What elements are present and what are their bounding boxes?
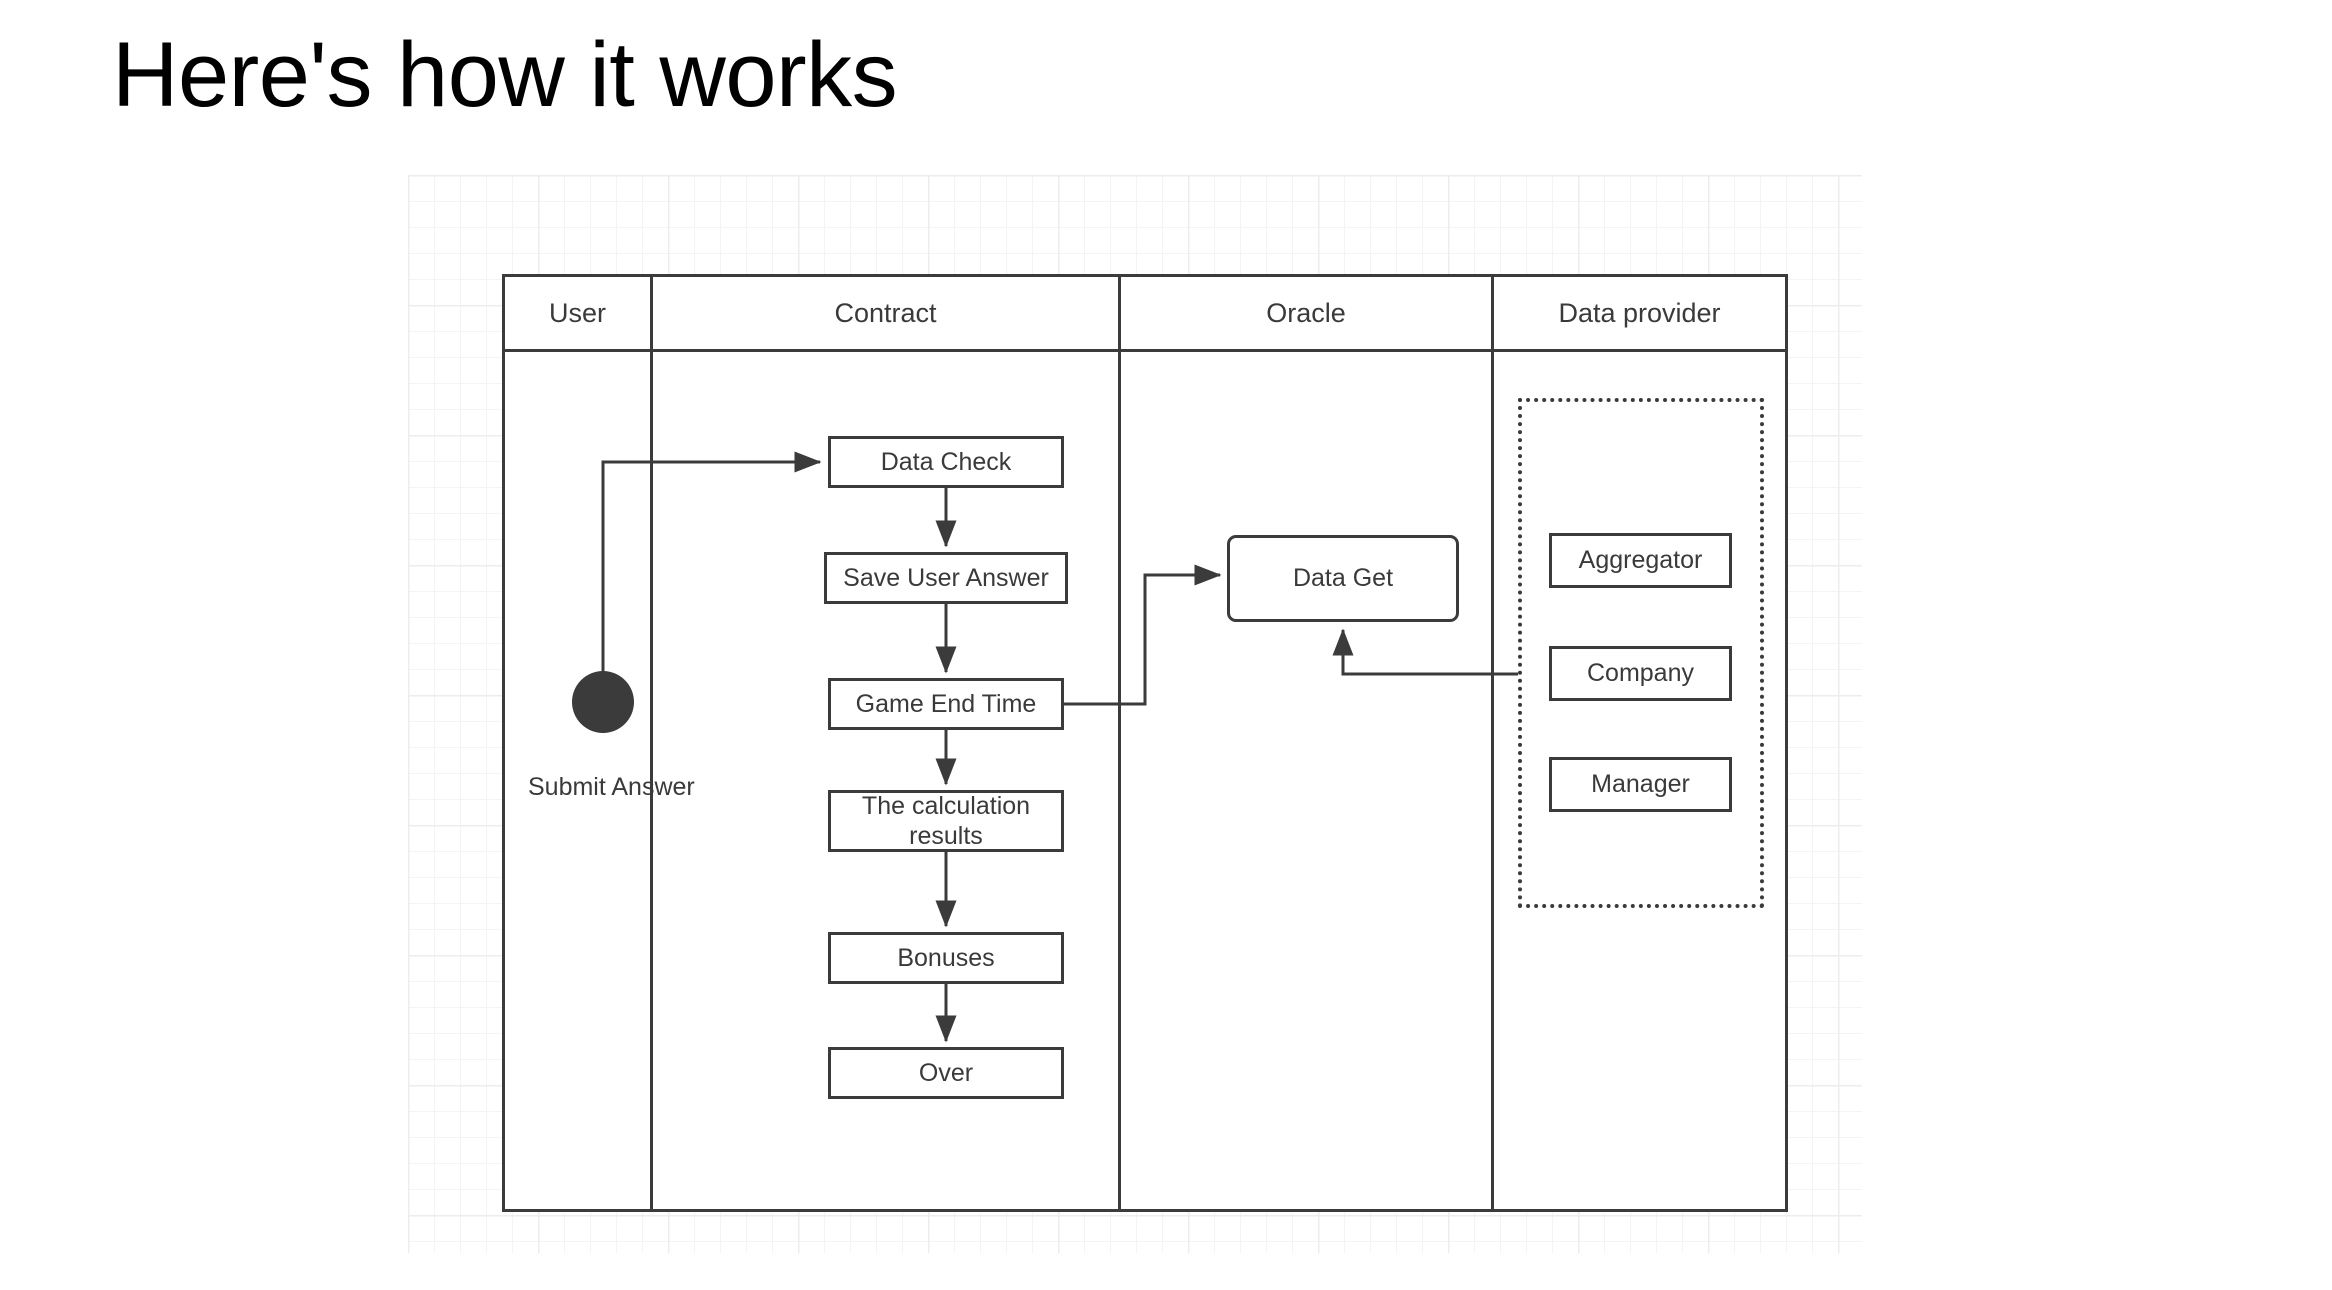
lane-header-oracle[interactable]: Oracle	[1121, 277, 1494, 349]
lane-header-row: User Contract Oracle Data provider	[505, 277, 1785, 352]
lane-divider-user-contract	[650, 352, 653, 1209]
lane-label-contract: Contract	[834, 297, 937, 328]
flow-box-save-user-answer[interactable]: Save User Answer	[824, 552, 1068, 604]
flow-box-over[interactable]: Over	[828, 1047, 1064, 1099]
flow-box-label: The calculation results	[861, 791, 1031, 851]
flow-box-manager[interactable]: Manager	[1549, 757, 1732, 812]
lane-label-data-provider: Data provider	[1558, 297, 1721, 328]
flow-box-label: Game End Time	[855, 689, 1037, 718]
flow-box-label: Aggregator	[1578, 546, 1703, 575]
page-title: Here's how it works	[112, 24, 898, 126]
lane-divider-oracle-provider	[1491, 352, 1494, 1209]
flow-box-label: Company	[1587, 659, 1694, 688]
flow-box-label: Over	[918, 1058, 974, 1087]
flow-box-label: Save User Answer	[843, 563, 1049, 592]
lane-label-oracle: Oracle	[1266, 297, 1346, 328]
lane-label-user: User	[548, 297, 606, 328]
diagram-canvas: User Contract Oracle Data provider	[408, 175, 1862, 1253]
flow-box-game-end-time[interactable]: Game End Time	[828, 678, 1064, 730]
lane-divider-contract-oracle	[1118, 352, 1121, 1209]
start-node-submit-answer[interactable]	[572, 671, 634, 733]
flow-box-data-get[interactable]: Data Get	[1227, 535, 1459, 622]
flow-box-aggregator[interactable]: Aggregator	[1549, 533, 1732, 588]
flow-box-label: Data Get	[1292, 564, 1394, 593]
start-node-label: Submit Answer	[528, 773, 695, 801]
flow-box-label: Bonuses	[897, 943, 995, 972]
flow-box-label: Data Check	[880, 447, 1012, 476]
swimlane-frame: User Contract Oracle Data provider	[502, 274, 1788, 1212]
lane-header-contract[interactable]: Contract	[653, 277, 1121, 349]
flow-box-data-check[interactable]: Data Check	[828, 436, 1064, 488]
flow-box-company[interactable]: Company	[1549, 646, 1732, 701]
flow-box-calculation-results[interactable]: The calculation results	[828, 790, 1064, 852]
flow-box-bonuses[interactable]: Bonuses	[828, 932, 1064, 984]
lane-header-data-provider[interactable]: Data provider	[1494, 277, 1785, 349]
lane-header-user[interactable]: User	[505, 277, 653, 349]
provider-group-container	[1518, 398, 1764, 908]
flow-box-label: Manager	[1591, 770, 1690, 799]
